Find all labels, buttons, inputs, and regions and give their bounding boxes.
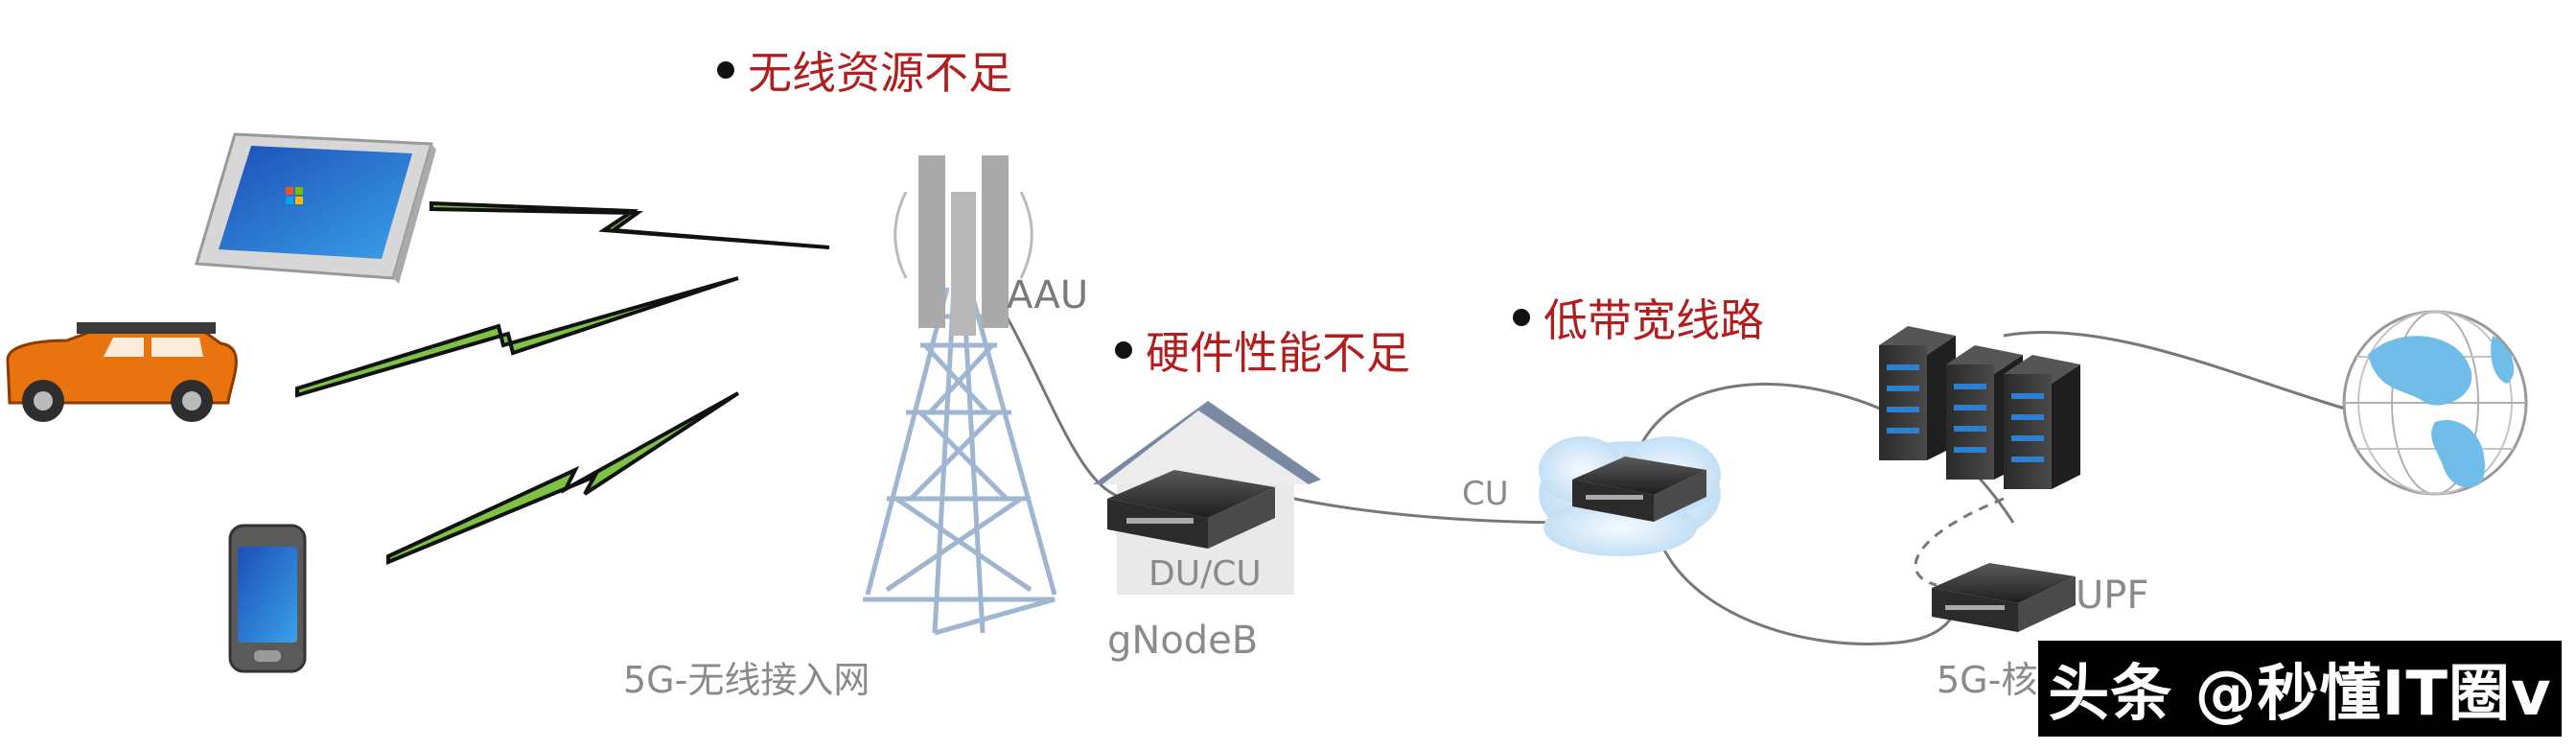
signal-bolt: [429, 200, 830, 249]
issue-radio-resource: 无线资源不足: [717, 38, 1012, 102]
server-racks: [1879, 326, 2080, 489]
upf-label: UPF: [2076, 574, 2149, 618]
issue-hardware: 硬件性能不足: [1115, 318, 1410, 382]
server-icon: [1107, 470, 1275, 549]
cu-to-upf-link: [1657, 536, 1958, 645]
signal-bolt: [386, 391, 740, 565]
issue-hardware-text: 硬件性能不足: [1146, 327, 1410, 379]
globe-icon: [2342, 310, 2528, 496]
server-icon: [2004, 355, 2080, 489]
server-icon: [1572, 457, 1706, 522]
issue-bandwidth-text: 低带宽线路: [1543, 294, 1764, 346]
du-cu-label: DU/CU: [1149, 554, 1262, 594]
tablet-icon: [195, 132, 436, 284]
issue-radio-text: 无线资源不足: [748, 47, 1012, 99]
server-icon: [1932, 563, 2076, 632]
tower-icon: [863, 287, 1057, 636]
aau-to-gnodeb-link: [1005, 316, 1132, 501]
gnodeb-to-cu-link: [1293, 497, 1583, 525]
bullet-dot: [1513, 309, 1530, 326]
issue-bandwidth: 低带宽线路: [1513, 286, 1764, 349]
car-icon: [6, 322, 238, 422]
server-icon: [1879, 326, 1956, 460]
bullet-dot: [1115, 341, 1132, 359]
aau-label: AAU: [1007, 273, 1089, 317]
signal-bolt: [295, 276, 739, 398]
aau-antennas: [893, 155, 1033, 336]
cu-label: CU: [1462, 475, 1509, 513]
watermark: 头条 @秒懂IT圈v: [2038, 641, 2562, 737]
ran-label: 5G-无线接入网: [623, 659, 870, 701]
bullet-dot: [717, 61, 734, 79]
gnodeb-label: gNodeB: [1107, 619, 1259, 663]
cu-to-core-link: [1628, 383, 2015, 524]
wireless-signals: [295, 200, 830, 565]
phone-icon: [228, 524, 307, 673]
core-to-internet-link: [2003, 331, 2359, 414]
